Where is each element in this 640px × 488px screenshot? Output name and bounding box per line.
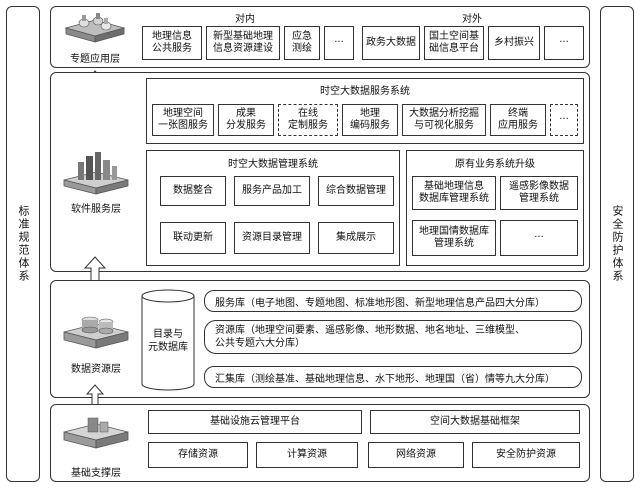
service-database: 服务库（电子地图、专题地图、标准地形图、新型地理信息产品四大分库） (204, 290, 582, 312)
data-layer-label: 数据资源层 (71, 364, 121, 375)
app-layer-label: 专题应用层 (70, 54, 120, 65)
cloud-platform: 基础设施云管理平台 (148, 410, 362, 434)
service-item: ··· (550, 104, 578, 136)
software-layer-label: 软件服务层 (71, 204, 121, 215)
resource-item: 存储资源 (148, 442, 248, 468)
upgrade-item: 遥感影像数据 管理系统 (500, 176, 578, 210)
upgrade-item: 地理国情数据库 管理系统 (412, 220, 496, 256)
internal-item: 新型基础地理 信息资源建设 (206, 26, 280, 60)
management-item: 联动更新 (160, 222, 226, 254)
internal-item: ··· (324, 26, 354, 60)
resource-item: 网络资源 (368, 442, 464, 468)
internal-item: 地理信息 公共服务 (142, 26, 202, 60)
management-item: 服务产品加工 (234, 176, 310, 206)
management-item: 数据整合 (160, 176, 226, 206)
support-layer-label: 基础支撑层 (71, 468, 121, 479)
management-system-title: 时空大数据管理系统 (228, 159, 318, 170)
standards-system-panel: 标准规范体系 (6, 6, 40, 482)
support-layer-icon (60, 412, 132, 452)
security-system-panel: 安全防护体系 (600, 6, 634, 482)
external-item: 国土空间基 础信息平台 (424, 26, 484, 60)
data-layer-icon (60, 306, 132, 350)
catalog-database-label: 目录与 元数据库 (148, 329, 188, 353)
management-item: 资源目录管理 (234, 222, 310, 254)
external-item: 政务大数据 (362, 26, 420, 60)
service-item: 成果 分发服务 (218, 104, 274, 136)
service-item: 地理 编码服务 (342, 104, 398, 136)
external-item: ··· (544, 26, 584, 60)
resource-item: 计算资源 (256, 442, 358, 468)
resource-item: 安全防护资源 (472, 442, 580, 468)
internal-item: 应急 测绘 (284, 26, 320, 60)
management-item: 集成展示 (318, 222, 394, 254)
collect-database: 汇集库（测绘基准、基础地理信息、水下地形、地理国（省）情等九大分库） (204, 366, 582, 388)
external-title: 对外 (462, 14, 482, 25)
app-layer-icon (62, 10, 128, 44)
service-item: 终端 应用服务 (490, 104, 546, 136)
upgrade-item: 基础地理信息 数据库管理系统 (412, 176, 496, 210)
service-item: 地理空间 一张图服务 (152, 104, 214, 136)
software-layer-icon (60, 150, 132, 196)
service-item: 在线 定制服务 (278, 104, 338, 136)
resource-database: 资源库（地理空间要素、遥感影像、地形数据、地名地址、三维模型、 公共专题六大分库… (204, 320, 582, 354)
catalog-database: 目录与 元数据库 (140, 288, 196, 392)
upgrade-item: ··· (500, 220, 578, 256)
external-item: 乡村振兴 (488, 26, 540, 60)
service-system-title: 时空大数据服务系统 (320, 86, 410, 97)
internal-title: 对内 (235, 14, 255, 25)
service-item: 大数据分析挖掘 与可视化服务 (402, 104, 486, 136)
bigdata-framework: 空间大数据基础框架 (370, 410, 580, 434)
management-item: 综合数据管理 (318, 176, 394, 206)
upgrade-system-title: 原有业务系统升级 (455, 159, 535, 170)
